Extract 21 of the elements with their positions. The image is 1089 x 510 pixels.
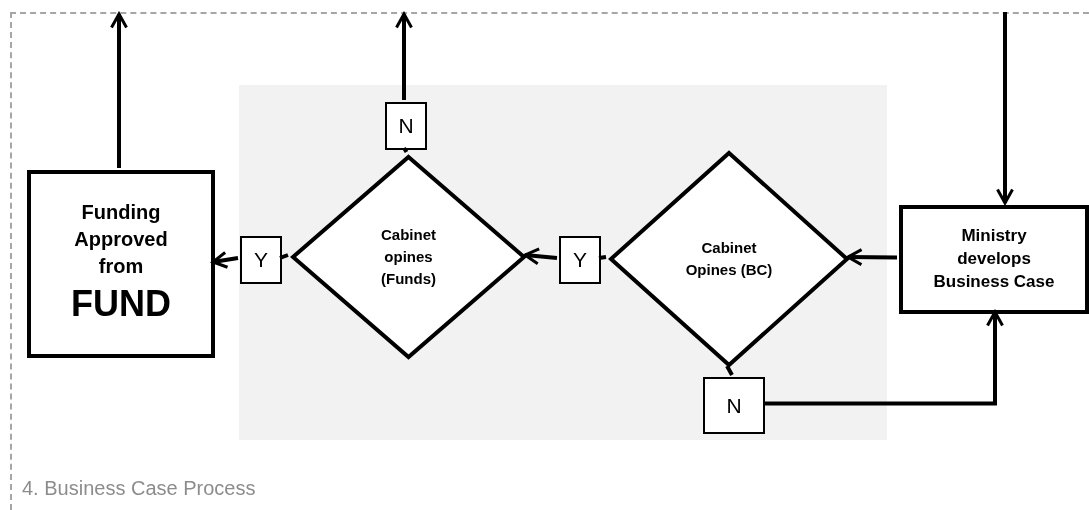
connector-arrow <box>110 12 128 168</box>
decision-text: Cabinet Opines (BC) <box>684 238 774 280</box>
dashed-frame <box>10 12 1089 510</box>
connector-arrow <box>211 250 239 269</box>
connector-arrow <box>846 248 898 267</box>
decision-outcome-box: N <box>703 377 765 434</box>
connector-arrow <box>996 12 1014 205</box>
decision-outcome-box: N <box>385 102 427 150</box>
decision-outcome-box: Y <box>240 236 282 284</box>
decision-outcome-box: Y <box>559 236 601 284</box>
box-text: Funding Approved from <box>73 200 169 280</box>
frame-label: 4. Business Case Process <box>22 477 256 500</box>
box-text: FUND <box>71 282 171 327</box>
process-box <box>27 170 215 358</box>
connector-arrow <box>395 12 413 100</box>
process-box <box>899 205 1089 314</box>
connector-arrow <box>523 247 558 266</box>
decision-text: Cabinet opines (Funds) <box>380 225 437 289</box>
connector-arrow <box>763 310 1004 406</box>
box-text: Ministry develops Business Case <box>932 225 1056 293</box>
shaded-region <box>239 85 887 440</box>
